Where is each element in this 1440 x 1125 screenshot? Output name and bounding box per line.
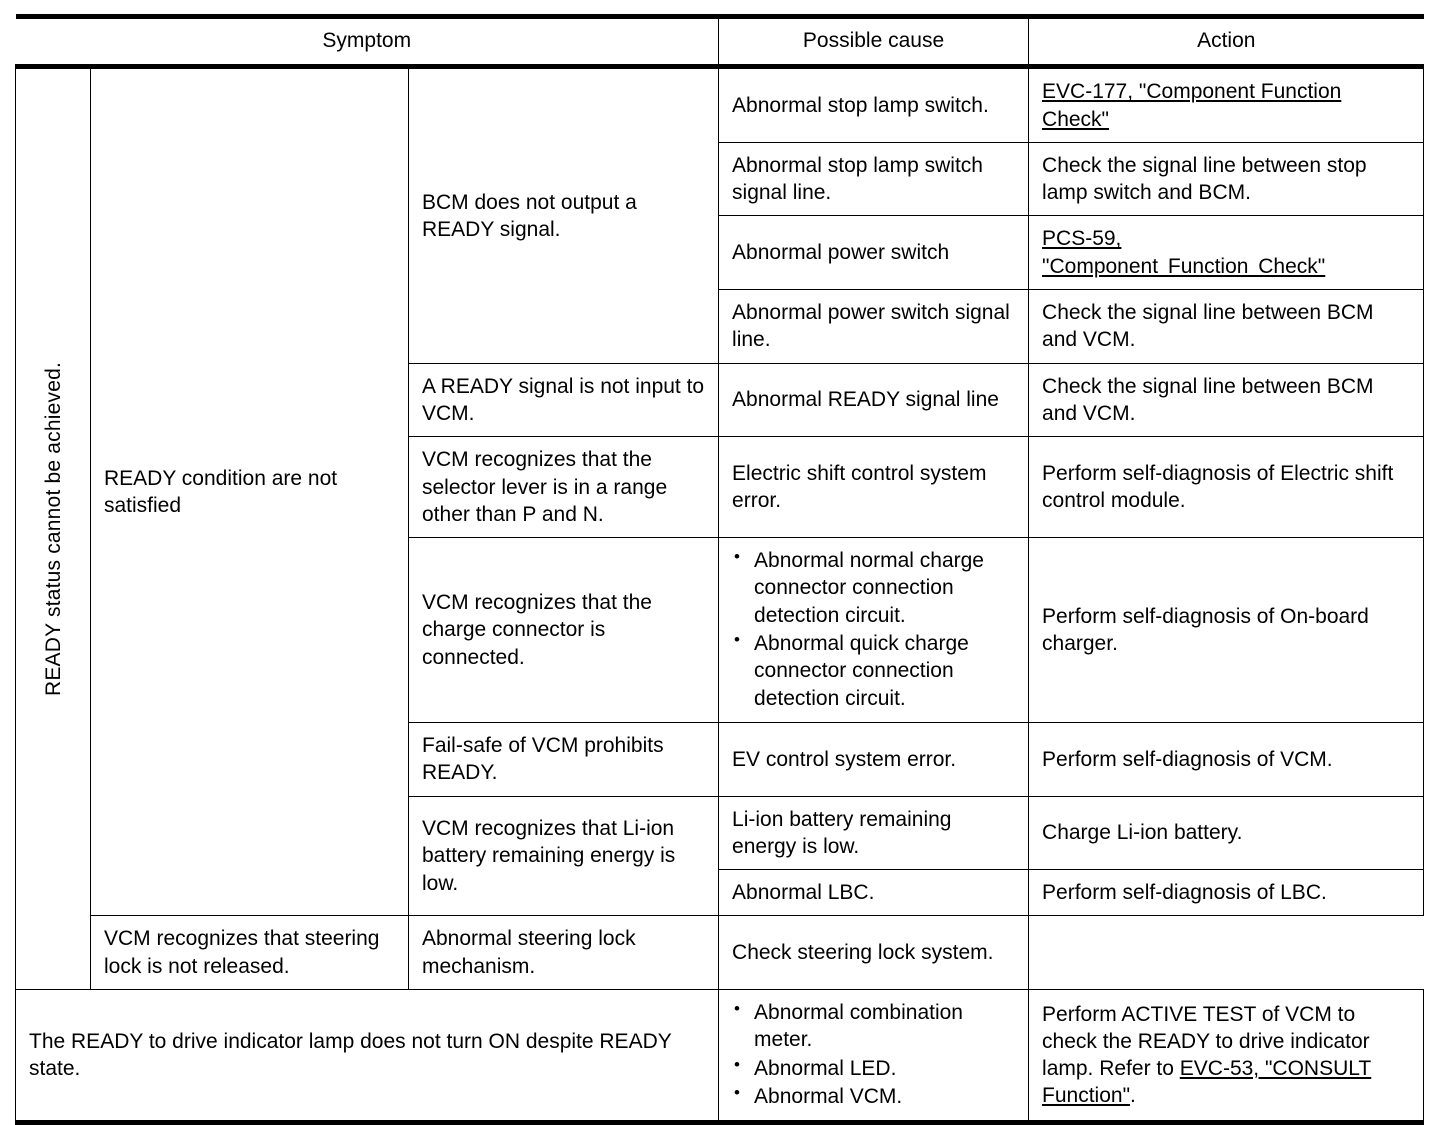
action-cell: Check the signal line between stop lamp … [1028,141,1425,217]
table-row: A READY signal is not input to VCM. Abno… [16,362,1425,438]
cause-cell: Li-ion battery remaining energy is low. [718,795,1030,871]
action-cell: Check the signal line between BCM and VC… [1028,362,1425,438]
action-cell: Check the signal line between BCM and VC… [1028,289,1425,364]
action-cell: Perform self-diagnosis of Electric shift… [1028,436,1425,539]
xref-link-pcs-59-title[interactable]: "Component Function Check" [1042,254,1326,278]
diagnosis-chart-table: Symptom Possible cause Action READY stat… [14,13,1425,1125]
list-item: Abnormal combination meter. [732,998,1016,1054]
group-label-text: READY status cannot be achieved. [41,362,65,697]
group-label-ready-status: READY status cannot be achieved. [15,66,91,991]
symptom-ready-signal-not-input: A READY signal is not input to VCM. [407,362,720,438]
cause-cell: Abnormal stop lamp switch. [718,66,1030,143]
action-cell: Perform ACTIVE TEST of VCM to check the … [1028,989,1425,1125]
symptom-fail-safe-prohibits-ready: Fail-safe of VCM prohibits READY. [407,721,720,797]
cause-bullet-list: Abnormal combination meter. Abnormal LED… [732,998,1016,1110]
symptom-ready-indicator-lamp-off: The READY to drive indicator lamp does n… [14,989,720,1125]
list-item: Abnormal VCM. [732,1082,1016,1110]
action-cell: Perform self-diagnosis of On-board charg… [1028,537,1425,723]
action-text-prefix: Perform ACTIVE TEST of VCM to check the … [1042,1002,1370,1081]
cause-cell: Abnormal power switch [718,215,1030,291]
cause-cell: Abnormal power switch signal line. [718,289,1030,364]
xref-link-evc-177[interactable]: EVC-177, "Component Function Check" [1042,80,1342,131]
column-header-possible-cause: Possible cause [718,13,1030,70]
cause-bullet-list: Abnormal normal charge connector connect… [732,546,1016,712]
table-row: Fail-safe of VCM prohibits READY. EV con… [16,721,1425,797]
symptom-charge-connector-connected: VCM recognizes that the charge connector… [407,537,720,723]
cause-cell: EV control system error. [718,721,1030,797]
symptom-steering-lock-not-released: VCM recognizes that steering lock is not… [90,915,409,991]
cause-cell: Abnormal stop lamp switch signal line. [718,141,1030,217]
table-header-row: Symptom Possible cause Action [15,13,1424,70]
symptom-liion-remaining-energy-low: VCM recognizes that Li-ion battery remai… [407,795,720,917]
table-row: VCM recognizes that Li-ion battery remai… [16,795,1425,917]
action-cell: Charge Li-ion battery. [1028,795,1425,871]
action-text-suffix: . [1130,1084,1136,1108]
cause-cell: Abnormal steering lock mechanism. [407,915,720,991]
table-row: Abnormal stop lamp switch signal line. C… [16,141,1425,217]
cause-cell: Electric shift control system error. [718,436,1030,539]
action-cell: PCS-59, "Component Function Check" [1028,215,1425,291]
symptom-selector-lever-range: VCM recognizes that the selector lever i… [407,436,720,539]
cause-cell: Abnormal normal charge connector connect… [718,537,1030,723]
action-cell: Perform self-diagnosis of VCM. [1028,721,1425,797]
cause-cell: Abnormal combination meter. Abnormal LED… [718,989,1030,1125]
action-cell: Check steering lock system. [718,915,1030,991]
list-item: Abnormal normal charge connector connect… [732,546,1016,629]
symptom-ready-condition-not-satisfied: READY condition are not satisfied [90,66,409,917]
cause-cell: Abnormal READY signal line [718,362,1030,438]
table-row: Abnormal power switch signal line. Check… [16,289,1425,364]
column-header-action: Action [1028,13,1424,70]
symptom-bcm-no-ready-signal: BCM does not output a READY signal. [407,66,720,364]
column-header-symptom: Symptom [15,13,720,70]
list-item: Abnormal LED. [732,1054,1016,1082]
table-row: The READY to drive indicator lamp does n… [14,989,1425,1125]
xref-link-evc-53[interactable]: EVC-53, "CONSULT Function" [1042,1057,1372,1108]
table-row: Abnormal power switch PCS-59, "Component… [16,215,1425,291]
table-row: VCM recognizes that steering lock is not… [16,915,1424,991]
table-row: VCM recognizes that the charge connector… [16,537,1425,723]
action-cell: EVC-177, "Component Function Check" [1028,66,1425,143]
xref-link-pcs-59[interactable]: PCS-59, [1042,227,1122,251]
table-row: VCM recognizes that the selector lever i… [16,436,1425,539]
cause-cell: Abnormal LBC. [718,869,1030,917]
table-row: Abnormal LBC. Perform self-diagnosis of … [16,869,1425,917]
list-item: Abnormal quick charge connector connecti… [732,629,1016,712]
action-cell: Perform self-diagnosis of LBC. [1028,869,1425,917]
table-row: READY status cannot be achieved. READY c… [15,66,1425,991]
